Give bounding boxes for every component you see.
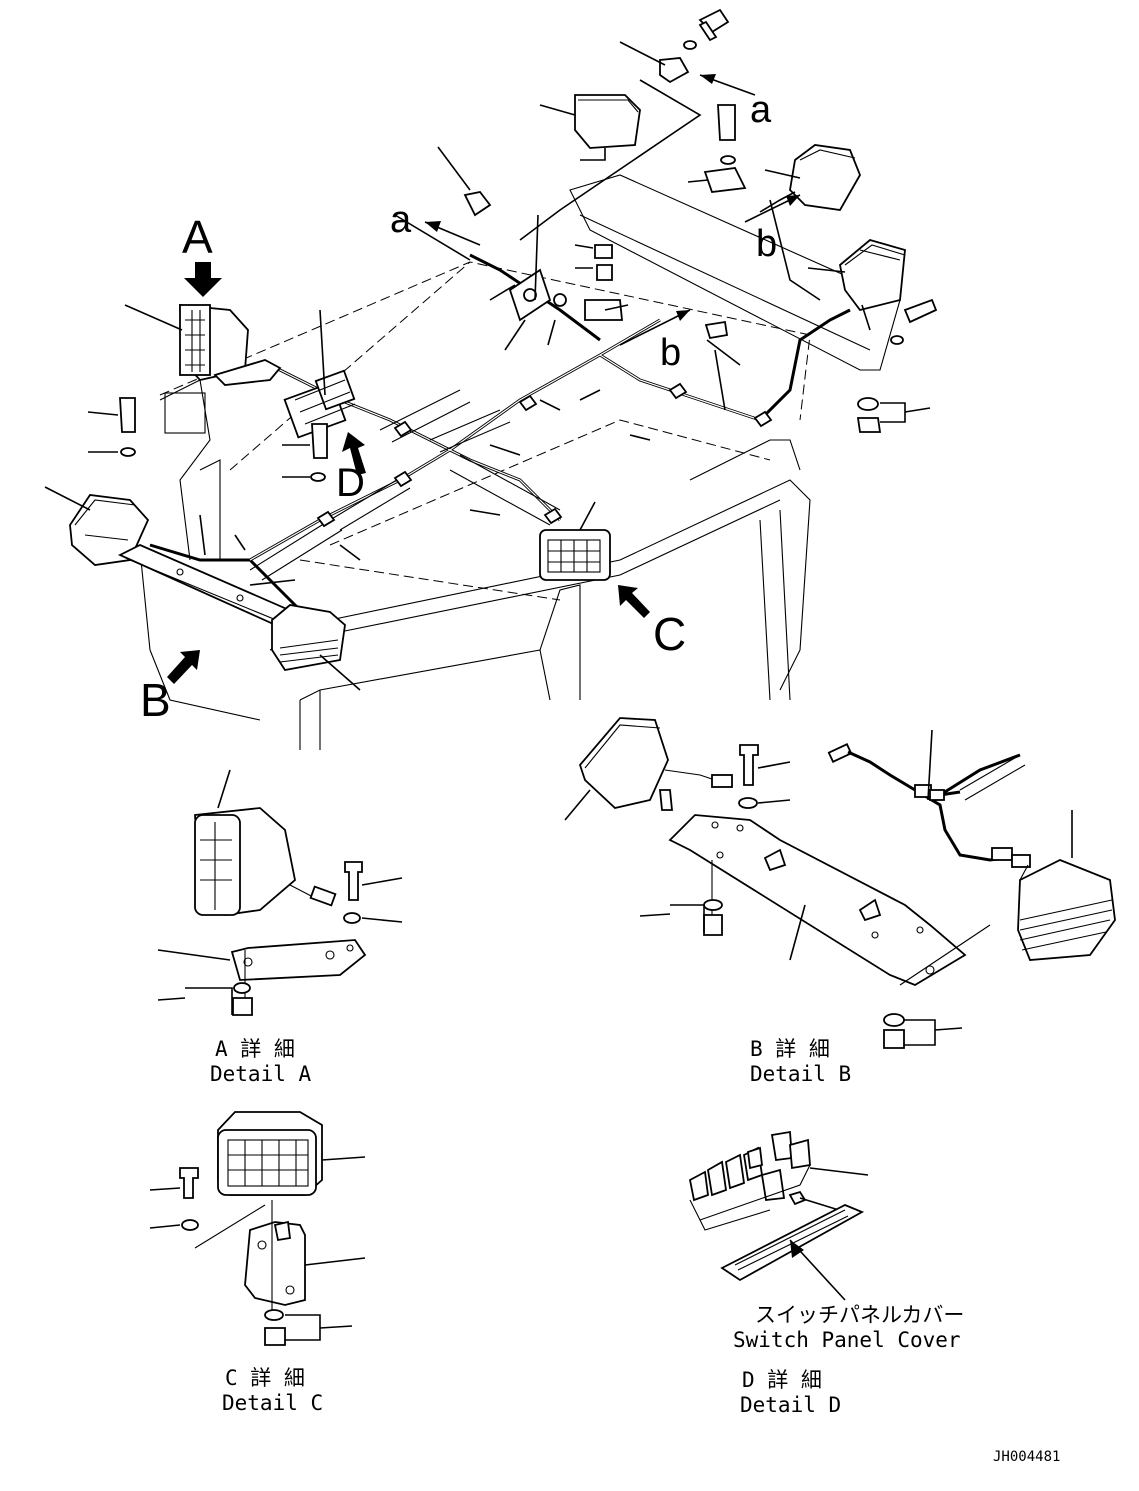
view-callouts: A B C D a a b b — [140, 74, 821, 726]
top-hardware — [87, 8, 938, 586]
detail-c-drawing: C 詳 細 Detail C — [149, 1111, 366, 1415]
detail-b-drawing: B 詳 細 Detail B — [564, 717, 1116, 1086]
arrow-d-icon — [342, 432, 366, 475]
callout-view-c: C — [653, 608, 686, 660]
arrow-a-icon — [184, 262, 222, 297]
detail-c-title-jp: C 詳 細 — [225, 1366, 305, 1390]
wiring-harness — [149, 253, 851, 612]
detail-d-title-jp: D 詳 細 — [742, 1368, 822, 1392]
callout-view-d: D — [336, 461, 365, 505]
detail-b-title-jp: B 詳 細 — [750, 1037, 830, 1061]
detail-c-title-en: Detail C — [222, 1391, 323, 1415]
work-lamp-c — [539, 501, 611, 581]
cab-outline — [119, 174, 901, 750]
work-lamp-rear-1 — [539, 94, 641, 161]
arrow-c-icon — [618, 585, 650, 618]
detail-a-title-en: Detail A — [210, 1062, 312, 1086]
callout-conn-b-top: b — [756, 223, 777, 265]
callout-view-b: B — [140, 674, 171, 726]
detail-d-cover-label-jp: スイッチパネルカバー — [755, 1303, 964, 1327]
callout-view-a: A — [182, 211, 213, 263]
work-lamp-left-front — [44, 486, 150, 566]
work-lamp-rear-3 — [807, 239, 906, 331]
work-lamp-rear-2 — [759, 144, 861, 213]
detail-a-drawing: A 詳 細 Detail A — [157, 769, 403, 1086]
detail-d-cover-label-en: Switch Panel Cover — [733, 1328, 961, 1352]
work-lamp-a — [124, 304, 282, 386]
center-bracket — [489, 214, 629, 351]
work-lamp-b — [271, 604, 361, 691]
detail-d-title-en: Detail D — [740, 1393, 841, 1417]
callout-conn-a-top: a — [750, 89, 772, 131]
detail-a-title-jp: A 詳 細 — [215, 1037, 295, 1061]
arrow-b-icon — [167, 650, 200, 684]
detail-d-drawing: スイッチパネルカバー Switch Panel Cover D 詳 細 Deta… — [688, 1130, 964, 1417]
switch-panel-cluster — [283, 309, 356, 439]
callout-conn-a-left: a — [390, 199, 412, 241]
drawing-code: JH004481 — [993, 1449, 1060, 1465]
detail-b-title-en: Detail B — [750, 1062, 851, 1086]
callout-conn-b-mid: b — [660, 332, 681, 374]
